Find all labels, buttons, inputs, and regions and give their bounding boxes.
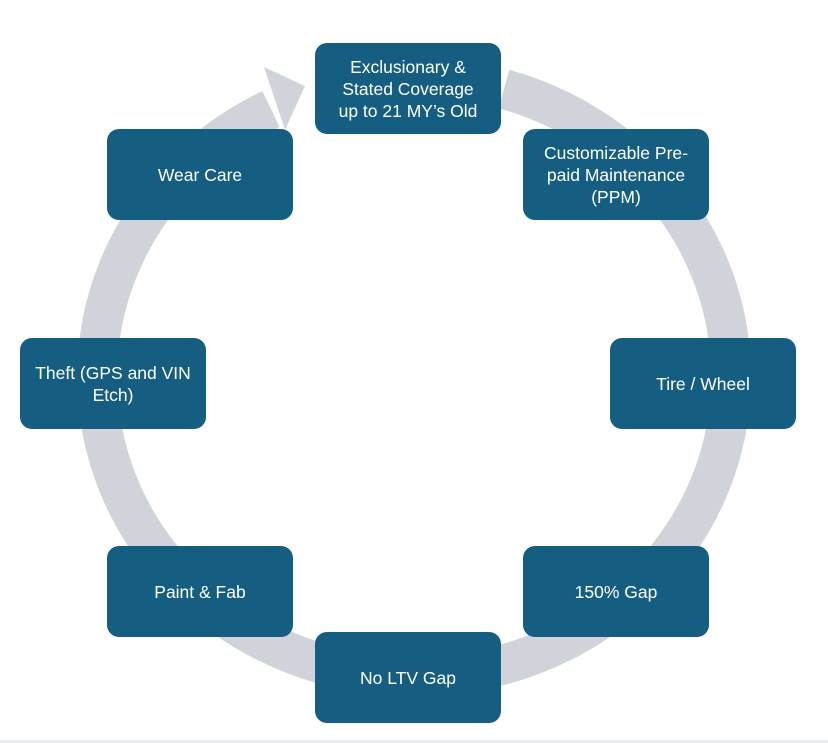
cycle-arrow-head <box>264 67 305 130</box>
node-no-ltv-gap[interactable]: No LTV Gap <box>315 632 501 723</box>
node-paint-fab[interactable]: Paint & Fab <box>107 546 293 637</box>
node-150-gap[interactable]: 150% Gap <box>523 546 709 637</box>
node-customizable-ppm[interactable]: Customizable Pre- paid Maintenance (PPM) <box>523 129 709 220</box>
node-wear-care[interactable]: Wear Care <box>107 129 293 220</box>
node-exclusionary-coverage[interactable]: Exclusionary & Stated Coverage up to 21 … <box>315 43 501 134</box>
bottom-divider <box>0 740 828 743</box>
node-tire-wheel[interactable]: Tire / Wheel <box>610 338 796 429</box>
node-theft[interactable]: Theft (GPS and VIN Etch) <box>20 338 206 429</box>
